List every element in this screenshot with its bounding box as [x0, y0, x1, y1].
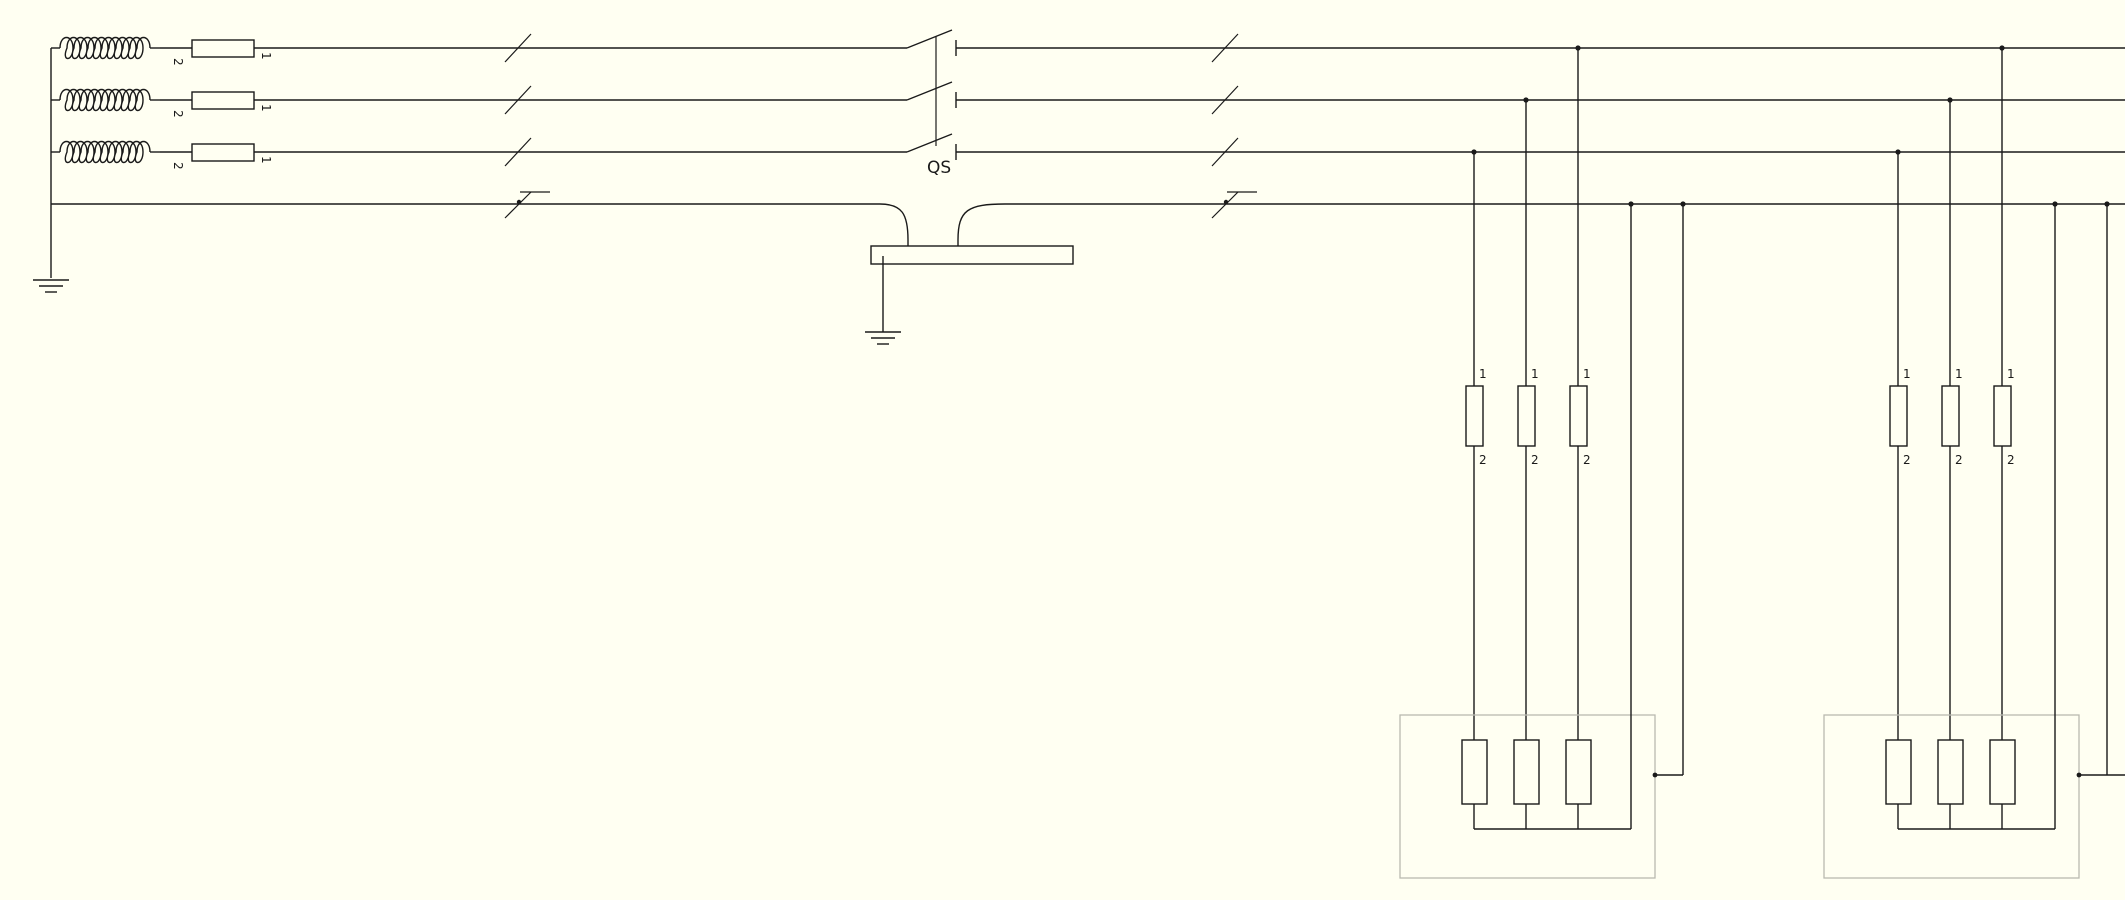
neutral-conductor-mark [1211, 191, 1257, 219]
load-enclosure [1399, 714, 1656, 879]
branch-fuse: 1 2 [1993, 367, 2015, 467]
fuse-pin-label: 2 [1583, 453, 1591, 467]
fuse-pin-label: 1 [259, 104, 273, 112]
fuse-pin-label: 1 [1903, 367, 1911, 381]
branch-fuse: 1 2 [1569, 367, 1591, 467]
fuse-pin-label: 2 [1903, 453, 1911, 467]
disconnect-switch-qs: QS [906, 29, 957, 178]
switch-label: QS [927, 158, 951, 178]
load-group-2: 1 2 1 2 1 2 [1823, 45, 2125, 879]
source-ground-symbol [33, 279, 69, 293]
fuse-pin-label: 2 [171, 110, 185, 118]
fuse-pin-label: 1 [1583, 367, 1591, 381]
phase-coil-L2 [51, 88, 160, 112]
branch-fuse: 1 2 [1889, 367, 1911, 467]
source-fuse-L1: 2 1 [160, 39, 273, 66]
fuse-pin-label: 2 [2007, 453, 2015, 467]
phase-coil-L3 [51, 140, 160, 164]
fuse-pin-label: 2 [171, 58, 185, 66]
cable-tick [1211, 33, 1239, 63]
fuse-pin-label: 2 [1531, 453, 1539, 467]
fuse-pin-label: 2 [1955, 453, 1963, 467]
branch-fuse: 1 2 [1465, 367, 1487, 467]
branch-fuse: 1 2 [1941, 367, 1963, 467]
fuse-pin-label: 1 [1955, 367, 1963, 381]
cable-tick [504, 33, 532, 63]
busbar-ground-symbol [865, 331, 901, 345]
branch-fuse: 1 2 [1517, 367, 1539, 467]
fuse-pin-label: 1 [2007, 367, 2015, 381]
neutral-conductor-mark [504, 191, 550, 219]
load-resistor [1885, 739, 1912, 805]
fuse-pin-label: 2 [1479, 453, 1487, 467]
cable-tick [504, 85, 532, 115]
load-resistor [1513, 739, 1540, 805]
fuse-pin-label: 1 [1531, 367, 1539, 381]
load-group-1: 1 2 1 2 1 2 [1399, 45, 1686, 879]
load-resistor [1461, 739, 1488, 805]
load-resistor [1989, 739, 2016, 805]
fuse-pin-label: 1 [259, 52, 273, 60]
fuse-pin-label: 1 [259, 156, 273, 164]
source-fuse-L3: 2 1 [160, 143, 273, 170]
load-enclosure [1823, 714, 2080, 879]
source-fuse-L2: 2 1 [160, 91, 273, 118]
load-resistor [1937, 739, 1964, 805]
feeder-lines-right [956, 33, 2125, 219]
load-resistor [1565, 739, 1592, 805]
feeder-lines-left [51, 33, 907, 219]
source-section: 2 1 2 1 2 1 [33, 36, 273, 293]
cable-tick [1211, 137, 1239, 167]
cable-tick [504, 137, 532, 167]
cable-tick [1211, 85, 1239, 115]
phase-coil-L1 [51, 36, 160, 60]
fuse-pin-label: 1 [1479, 367, 1487, 381]
earth-busbar [865, 203, 1074, 345]
fuse-pin-label: 2 [171, 162, 185, 170]
